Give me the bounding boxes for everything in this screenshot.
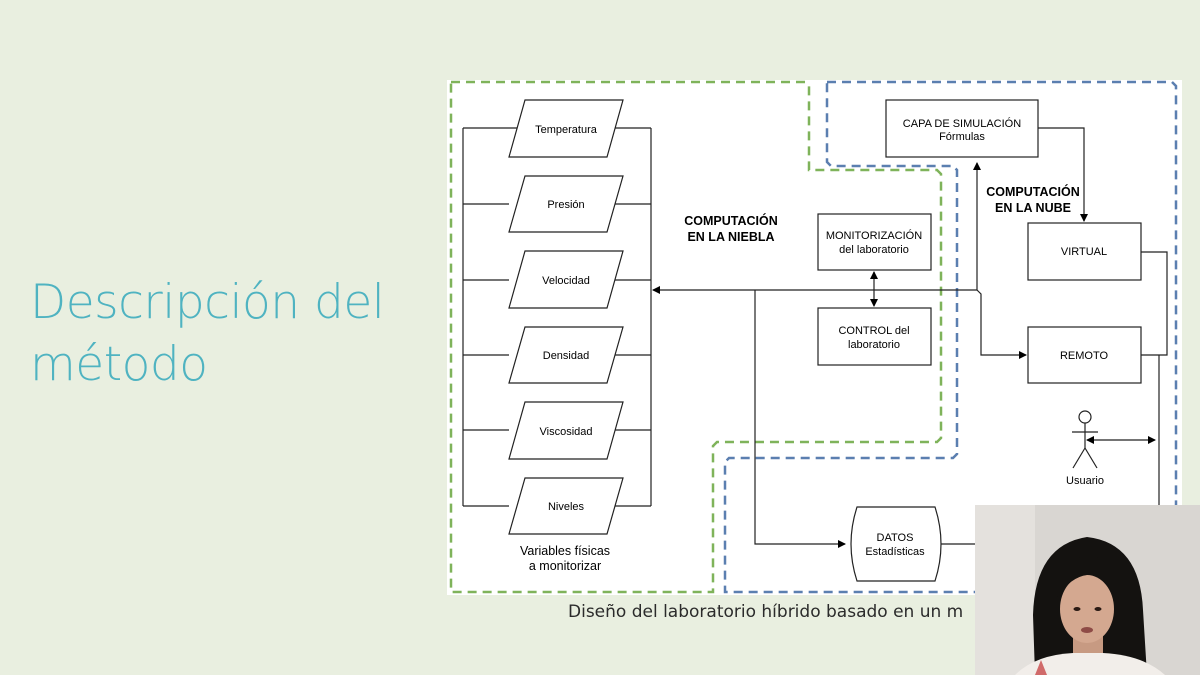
variables-label-line1: Variables físicas xyxy=(520,544,610,558)
fog-region-border xyxy=(449,80,943,594)
cloud-label-line2: EN LA NUBE xyxy=(995,201,1071,215)
control-box: CONTROL del laboratorio xyxy=(817,307,932,366)
variables-label-line2: a monitorizar xyxy=(529,559,601,573)
architecture-diagram: Temperatura Presión Velocidad Densidad V… xyxy=(447,80,1182,595)
fog-label-line1: COMPUTACIÓN xyxy=(684,213,778,228)
variable-densidad: Densidad xyxy=(508,326,624,384)
variable-niveles: Niveles xyxy=(508,477,624,535)
virtual-box: VIRTUAL xyxy=(1027,222,1142,281)
variable-temperatura: Temperatura xyxy=(508,99,624,158)
webcam-video-overlay xyxy=(975,505,1200,675)
remote-box: REMOTO xyxy=(1027,326,1142,384)
slide-title-line2: método xyxy=(30,337,208,392)
control-label-line1: CONTROL del xyxy=(838,325,909,337)
fog-label-line2: EN LA NIEBLA xyxy=(687,230,774,244)
variable-label: Niveles xyxy=(548,501,585,513)
control-label-line2: laboratorio xyxy=(848,339,900,351)
remote-label: REMOTO xyxy=(1060,350,1109,362)
virtual-label: VIRTUAL xyxy=(1061,246,1107,258)
slide-title: Descripción del método xyxy=(30,272,430,396)
cloud-label-line1: COMPUTACIÓN xyxy=(986,184,1080,199)
data-label-line1: DATOS xyxy=(877,532,914,544)
monitor-box: MONITORIZACIÓN del laboratorio xyxy=(817,213,932,271)
variable-label: Presión xyxy=(547,199,584,211)
variable-velocidad: Velocidad xyxy=(508,250,624,309)
variable-label: Densidad xyxy=(543,350,589,362)
simulation-label-line1: CAPA DE SIMULACIÓN xyxy=(903,117,1021,130)
simulation-box: CAPA DE SIMULACIÓN Fórmulas xyxy=(885,99,1039,158)
variable-label: Velocidad xyxy=(542,275,590,287)
monitor-label-line2: del laboratorio xyxy=(839,244,909,256)
variable-presion: Presión xyxy=(508,175,624,233)
monitor-label-line1: MONITORIZACIÓN xyxy=(826,229,922,242)
data-store: DATOS Estadísticas xyxy=(850,506,942,582)
user-actor-icon xyxy=(1072,410,1098,469)
slide-title-line1: Descripción del xyxy=(30,275,385,330)
variable-viscosidad: Viscosidad xyxy=(508,401,624,460)
figure-caption: Diseño del laboratorio híbrido basado en… xyxy=(568,602,964,622)
variable-label: Viscosidad xyxy=(540,426,593,438)
simulation-label-line2: Fórmulas xyxy=(939,131,985,143)
variable-label: Temperatura xyxy=(535,124,598,136)
data-label-line2: Estadísticas xyxy=(865,546,925,558)
user-label: Usuario xyxy=(1066,475,1104,487)
